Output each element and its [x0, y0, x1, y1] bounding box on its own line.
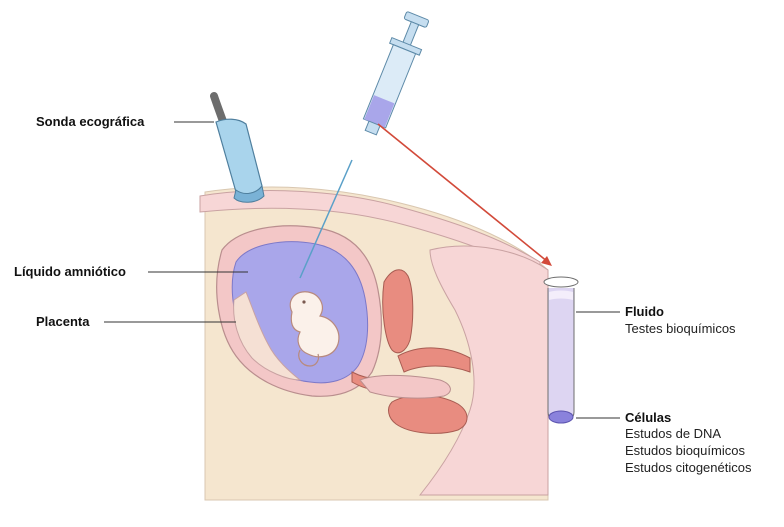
label-probe: Sonda ecográfica [36, 114, 144, 129]
label-fluid: Fluido [625, 304, 664, 319]
label-cells-use-3: Estudos citogenéticos [625, 460, 751, 476]
ultrasound-probe-icon [214, 96, 264, 202]
label-placenta: Placenta [36, 314, 89, 329]
label-cells: Células [625, 410, 671, 425]
label-cells-use-2: Estudos bioquímicos [625, 443, 745, 459]
test-tube-icon [544, 277, 578, 423]
label-cells-use-1: Estudos de DNA [625, 426, 721, 442]
label-amniotic-fluid: Líquido amniótico [14, 264, 126, 279]
syringe-icon [356, 10, 433, 139]
label-fluid-use: Testes bioquímicos [625, 321, 736, 337]
bladder [383, 270, 413, 353]
